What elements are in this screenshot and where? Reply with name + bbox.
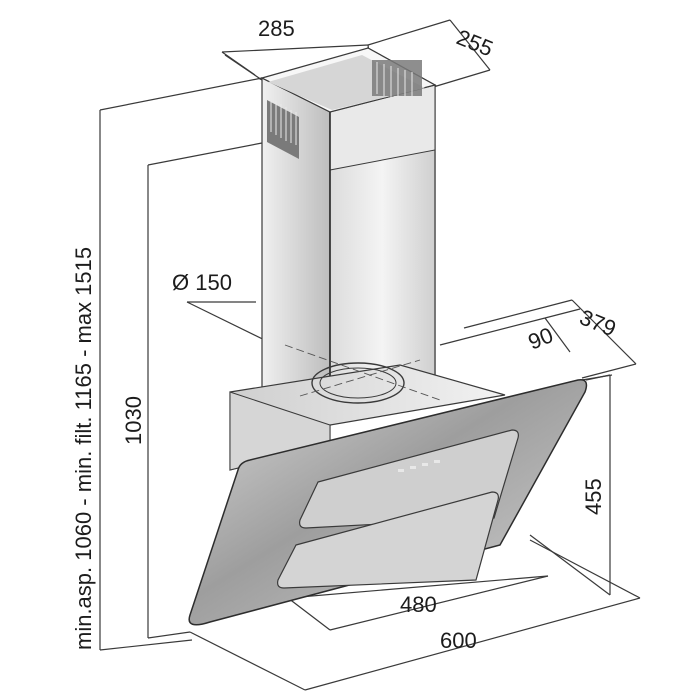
vent-grille-right xyxy=(372,60,422,96)
label-1030: 1030 xyxy=(121,396,146,445)
label-379: 379 xyxy=(576,304,619,341)
label-height-range: min.asp. 1060 - min. filt. 1165 - max 15… xyxy=(71,247,96,650)
outlet-circle xyxy=(284,344,441,404)
chimney xyxy=(260,46,437,426)
label-455: 455 xyxy=(581,478,606,515)
control-buttons xyxy=(398,460,440,472)
label-255: 255 xyxy=(453,24,496,61)
glass-panel xyxy=(188,379,588,626)
label-285: 285 xyxy=(258,16,295,41)
label-diameter-150: Ø 150 xyxy=(172,270,232,295)
label-600: 600 xyxy=(440,628,477,653)
label-480: 480 xyxy=(400,592,437,617)
dimension-labels: 285 255 Ø 150 90 379 455 480 600 1030 mi… xyxy=(71,16,620,653)
